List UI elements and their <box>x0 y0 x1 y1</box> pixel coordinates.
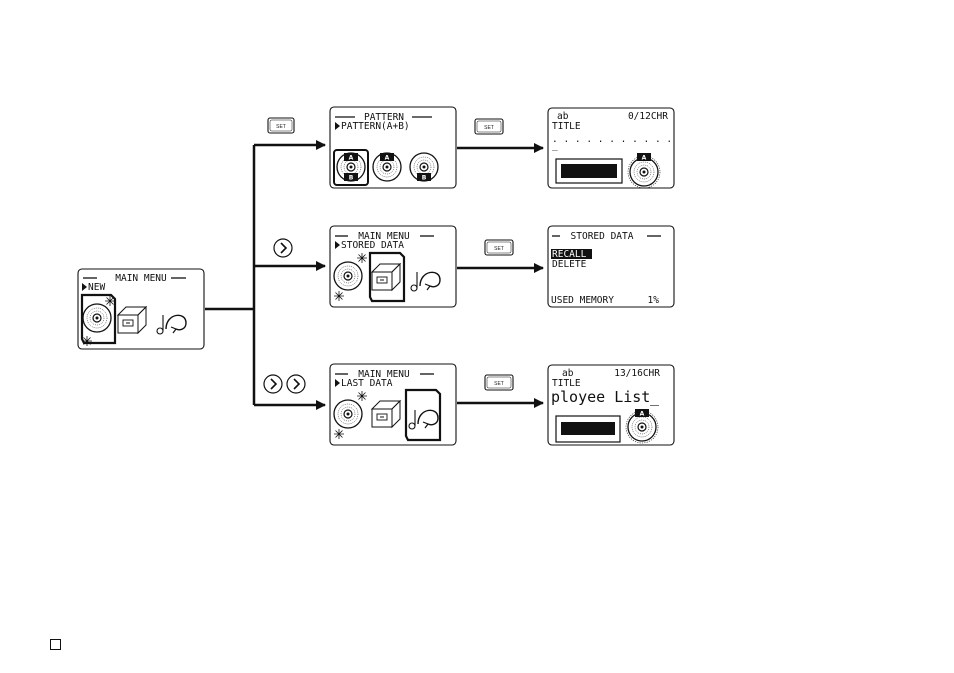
screen-title: MAIN MENU <box>358 369 410 380</box>
char-counter: 13/16CHR <box>614 368 660 379</box>
svg-text:A: A <box>642 155 647 162</box>
menu-item: LAST DATA <box>341 378 393 389</box>
svg-text:A: A <box>385 155 390 162</box>
box-icon <box>371 263 401 291</box>
menu-item: NEW <box>88 282 105 293</box>
screen-last-entry: ab 13/16CHR TITLE ployee List _ A <box>547 364 675 446</box>
set-key-label: SET <box>484 125 494 131</box>
menu-item: STORED DATA <box>341 240 404 251</box>
placeholder-dots: . . . . . . . . . . . <box>552 134 672 145</box>
disc-icon <box>82 303 112 333</box>
text-cursor: _ <box>552 140 558 151</box>
right-arrow-key-icon <box>286 374 306 394</box>
screen-title: STORED DATA <box>571 231 634 242</box>
memory-label: USED MEMORY <box>551 295 614 306</box>
option-recall: RECALL <box>552 249 587 260</box>
set-key-label: SET <box>494 381 504 387</box>
screen-title: MAIN MENU <box>115 273 167 284</box>
screen-title: MAIN MENU <box>358 231 410 242</box>
set-key-icon: SET <box>474 118 504 135</box>
box-icon <box>117 306 147 334</box>
page-marker-box <box>50 639 61 650</box>
input-mode: ab <box>557 111 569 122</box>
screen-main-last: MAIN MENU LAST DATA <box>329 363 457 446</box>
svg-text:B: B <box>349 175 354 182</box>
field-label: TITLE <box>552 121 581 132</box>
disc-icon <box>333 399 363 429</box>
box-icon <box>371 400 401 428</box>
title-text: ployee List <box>551 388 650 406</box>
screen-stored-data: STORED DATA RECALL DELETE USED MEMORY 1% <box>547 225 675 308</box>
option-delete: DELETE <box>552 259 587 270</box>
svg-text:A: A <box>640 411 645 418</box>
set-key-label: SET <box>276 124 286 130</box>
screen-pattern: PATTERN PATTERN(A+B) A B A B <box>329 106 457 189</box>
menu-item: PATTERN(A+B) <box>341 121 410 132</box>
connector-lines <box>205 140 544 410</box>
set-key-label: SET <box>494 246 504 252</box>
screen-main-stored: MAIN MENU STORED DATA <box>329 225 457 308</box>
screen-title-entry: ab 0/12CHR TITLE . . . . . . . . . . . _… <box>547 107 675 189</box>
svg-text:B: B <box>422 175 427 182</box>
svg-text:A: A <box>349 155 354 162</box>
set-key-icon: SET <box>267 117 295 134</box>
set-key-icon: SET <box>484 239 514 256</box>
disc-icon <box>629 157 659 187</box>
disc-icon <box>333 261 363 291</box>
screen-main-new: MAIN MENU NEW <box>77 268 205 350</box>
char-counter: 0/12CHR <box>628 111 668 122</box>
screen-title: PATTERN <box>364 112 404 123</box>
right-arrow-key-icon <box>263 374 283 394</box>
set-key-icon: SET <box>484 374 514 391</box>
field-label: TITLE <box>552 378 581 389</box>
memory-value: 1% <box>648 295 660 306</box>
text-cursor: _ <box>650 388 660 406</box>
input-mode: ab <box>562 368 574 379</box>
right-arrow-key-icon <box>273 238 293 258</box>
